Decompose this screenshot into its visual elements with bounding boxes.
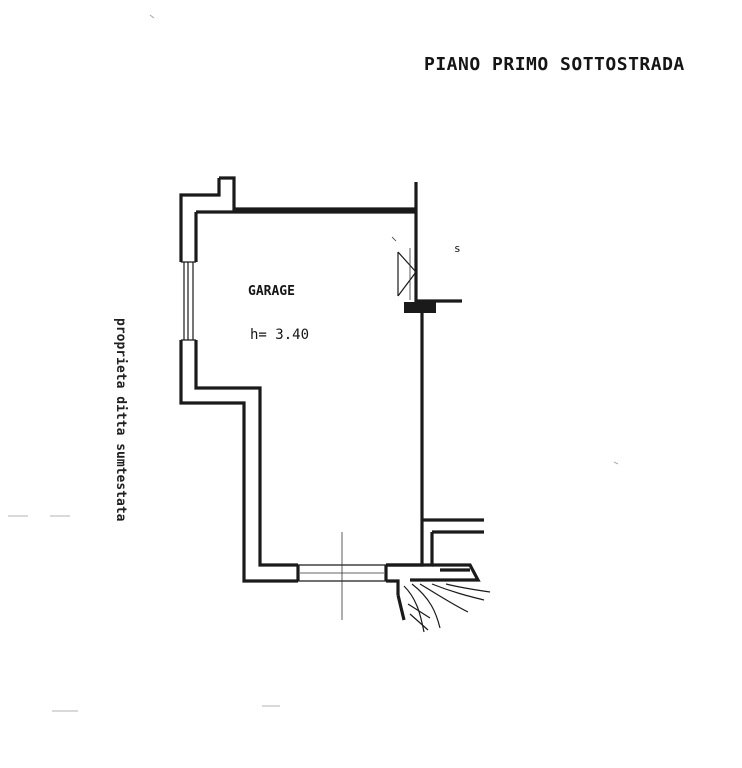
garage-walls — [179, 176, 484, 595]
room-height: h= 3.40 — [250, 327, 309, 343]
room-name: GARAGE — [248, 284, 295, 299]
garage-door-opening — [298, 532, 386, 620]
pillar-block — [404, 302, 436, 313]
small-mark: s — [454, 242, 461, 255]
scan-artifacts — [8, 14, 619, 712]
ramp-hatch — [396, 583, 491, 633]
plan-title: PIANO PRIMO SOTTOSTRADA — [424, 54, 685, 75]
left-window — [181, 261, 196, 341]
right-door — [391, 236, 417, 300]
neighbor-property-label: proprieta ditta sumtestata — [113, 318, 128, 522]
